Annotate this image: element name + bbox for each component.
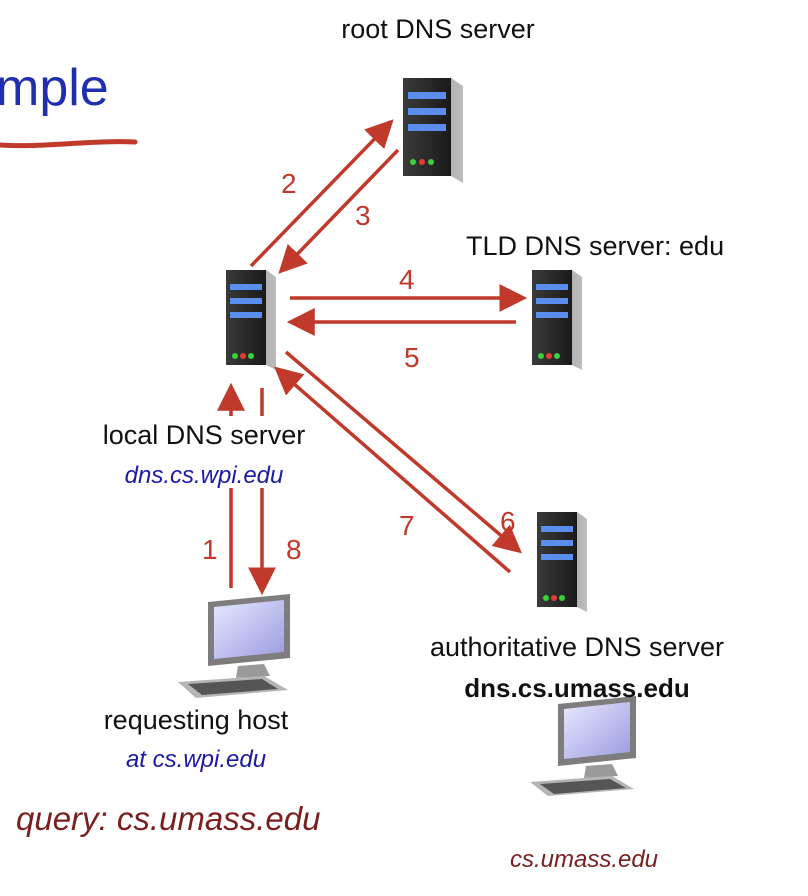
step-3-label: 3 [355, 200, 371, 231]
step-4-label: 4 [399, 264, 415, 295]
authoritative-server-label: authoritative DNS server [429, 632, 725, 662]
tld-server-icon [532, 270, 582, 370]
arrow-step-6 [284, 350, 522, 554]
step-6-label: 6 [500, 506, 516, 537]
root-server-label: root DNS server [341, 14, 535, 44]
local-server-icon [226, 270, 276, 370]
requesting-host-label: requesting host [103, 705, 289, 735]
query-text: query: cs.umass.edu [16, 800, 321, 837]
tld-server-label: TLD DNS server: edu [466, 231, 725, 261]
target-host-computer-icon [530, 696, 636, 796]
requesting-host-location: at cs.wpi.edu [125, 746, 267, 773]
step-2-label: 2 [281, 168, 297, 199]
title-underline [0, 139, 138, 149]
local-server-hostname: dns.cs.wpi.edu [124, 462, 284, 489]
arrow-step-7 [274, 366, 512, 574]
root-server-icon [403, 78, 463, 183]
local-server-label: local DNS server [102, 420, 306, 450]
arrow-step-2 [249, 119, 394, 268]
step-7-label: 7 [399, 510, 415, 541]
target-host-hostname: cs.umass.edu [509, 846, 659, 873]
requesting-host-computer-icon [178, 594, 290, 698]
step-1-label: 1 [202, 534, 218, 565]
slide-title-fragment: mple [0, 59, 109, 117]
arrow-step-3 [278, 148, 400, 274]
step-8-label: 8 [286, 534, 302, 565]
step-5-label: 5 [404, 342, 420, 373]
authoritative-server-icon [537, 512, 587, 612]
authoritative-server-hostname: dns.cs.umass.edu [464, 673, 690, 703]
